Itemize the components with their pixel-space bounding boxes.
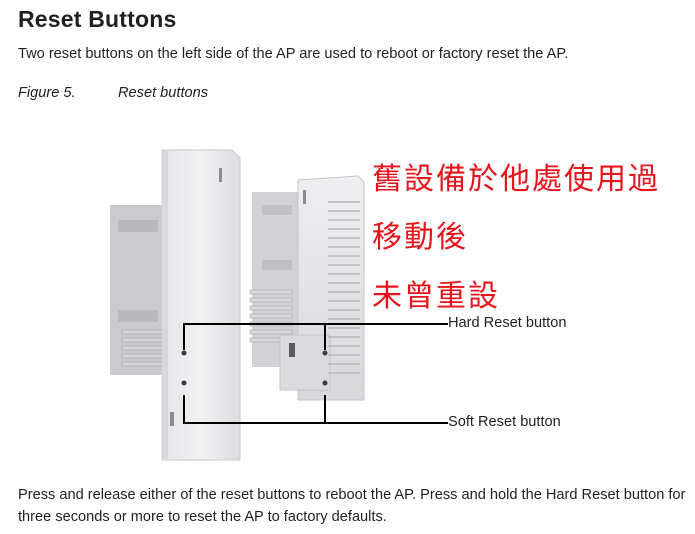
annotation-line-2: 移動後 — [372, 220, 468, 255]
callout-lines — [183, 323, 448, 424]
left-ap-unit — [110, 149, 241, 461]
figure-caption: Figure 5. Reset buttons — [18, 85, 208, 101]
hard-reset-callout: Hard Reset button — [448, 315, 567, 331]
annotation-line-1: 舊設備於他處使用過 — [372, 162, 660, 197]
figure-number: Figure 5. — [18, 85, 76, 101]
section-title: Reset Buttons — [18, 6, 177, 32]
soft-reset-callout: Soft Reset button — [448, 414, 561, 430]
reset-buttons-figure: 舊設備於他處使用過 移動後 未曾重設 Hard Reset button Sof… — [0, 110, 695, 480]
annotation-line-3: 未曾重設 — [372, 279, 500, 314]
section-intro: Two reset buttons on the left side of th… — [18, 46, 569, 62]
ap-device-illustration — [110, 149, 448, 461]
body-paragraph: Press and release either of the reset bu… — [18, 487, 686, 525]
right-ap-unit — [249, 175, 365, 401]
figure-caption-text: Reset buttons — [118, 85, 209, 101]
